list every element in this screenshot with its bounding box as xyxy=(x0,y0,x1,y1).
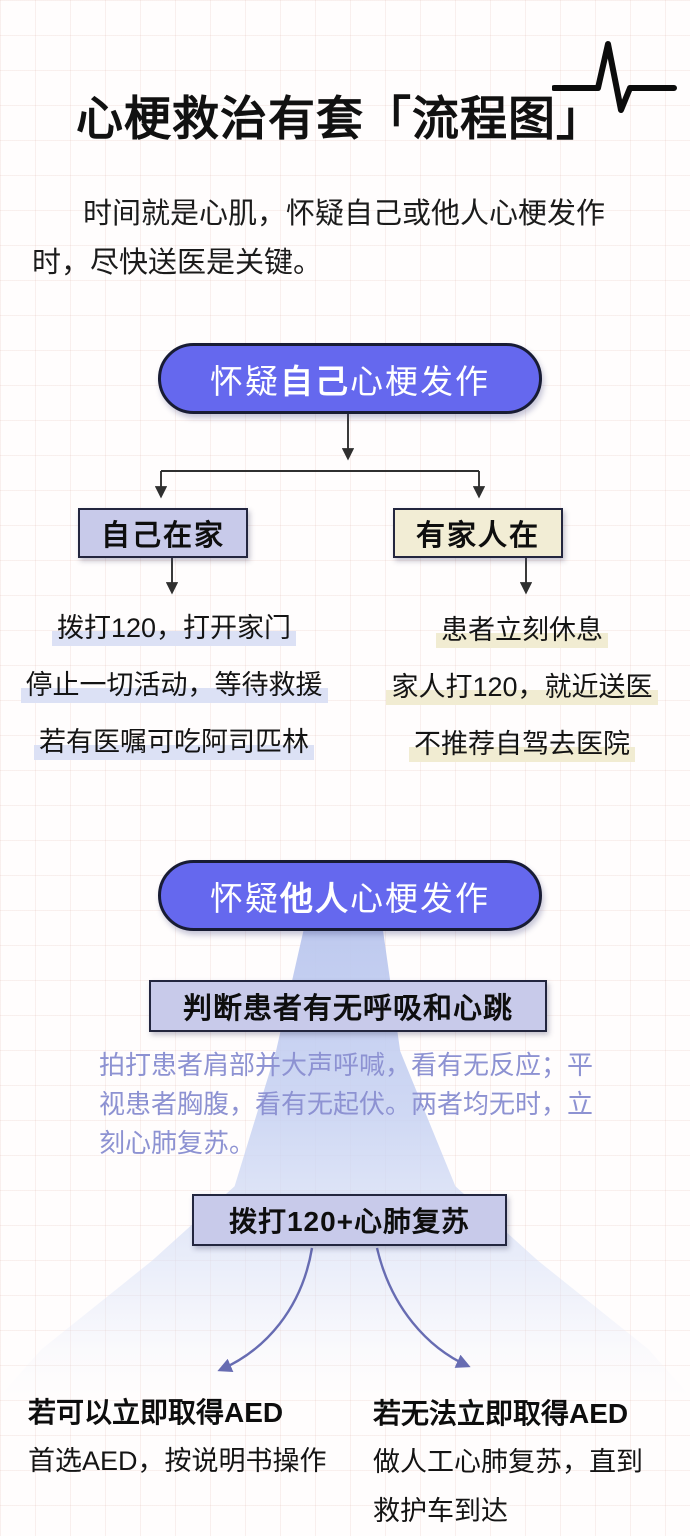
intro-line-2: 时，尽快送医是关键。 xyxy=(32,247,323,279)
assess-note-line: 视患者胸腹，看有无起伏。两者均无时，立 xyxy=(99,1089,594,1119)
note-line: 停止一切活动，等待救援 xyxy=(20,665,328,705)
assess-note-line: 刻心肺复苏。 xyxy=(99,1128,256,1158)
call-120-cpr-box: 拨打120+心肺复苏 xyxy=(192,1194,507,1246)
assess-breathing-box: 判断患者有无呼吸和心跳 xyxy=(149,980,547,1032)
ekg-heartbeat-icon xyxy=(552,38,682,120)
outcome-aed-line: 首选AED，按说明书操作 xyxy=(28,1446,327,1476)
branch-box-alone: 自己在家 xyxy=(78,508,248,558)
outcome-aed-title: 若可以立即取得AED xyxy=(28,1397,284,1428)
outcome-no-aed-line: 救护车到达 xyxy=(373,1496,508,1526)
intro-line-1: 时间就是心肌，怀疑自己或他人心梗发作 xyxy=(83,198,606,230)
pill-others-emphasis: 他人 xyxy=(280,879,350,917)
branch-box-family: 有家人在 xyxy=(393,508,563,558)
pill-suspect-others: 怀疑他人心梗发作 xyxy=(158,860,542,931)
pill-self-suffix: 心梗发作 xyxy=(350,362,490,400)
note-line: 患者立刻休息 xyxy=(436,610,608,650)
outcome-no-aed: 若无法立即取得AED 做人工心肺复苏，直到 救护车到达 xyxy=(373,1389,683,1536)
note-line: 若有医嘱可吃阿司匹林 xyxy=(34,722,314,762)
note-line: 家人打120，就近送医 xyxy=(386,667,658,707)
note-line: 拨打120，打开家门 xyxy=(51,608,297,648)
pill-self-emphasis: 自己 xyxy=(280,362,350,400)
outcome-no-aed-title: 若无法立即取得AED xyxy=(373,1398,629,1429)
note-line: 不推荐自驾去医院 xyxy=(409,724,635,764)
pill-others-suffix: 心梗发作 xyxy=(350,879,490,917)
assess-note-line: 拍打患者肩部并大声呼喊，看有无反应；平 xyxy=(99,1050,594,1080)
branch-notes-alone: 拨打120，打开家门 停止一切活动，等待救援 若有医嘱可吃阿司匹林 xyxy=(0,608,348,779)
pill-self-prefix: 怀疑 xyxy=(210,362,280,400)
outcome-no-aed-line: 做人工心肺复苏，直到 xyxy=(373,1447,643,1477)
assess-instructions: 拍打患者肩部并大声呼喊，看有无反应；平 视患者胸腹，看有无起伏。两者均无时，立 … xyxy=(99,1046,609,1163)
branch-notes-family: 患者立刻休息 家人打120，就近送医 不推荐自驾去医院 xyxy=(350,610,690,781)
pill-suspect-self: 怀疑自己心梗发作 xyxy=(158,343,542,414)
page-title: 心梗救治有套「流程图」 xyxy=(76,92,604,145)
pill-others-prefix: 怀疑 xyxy=(210,879,280,917)
intro-text: 时间就是心肌，怀疑自己或他人心梗发作 时，尽快送医是关键。 xyxy=(32,190,662,288)
outcome-aed-available: 若可以立即取得AED 首选AED，按说明书操作 xyxy=(28,1388,358,1486)
